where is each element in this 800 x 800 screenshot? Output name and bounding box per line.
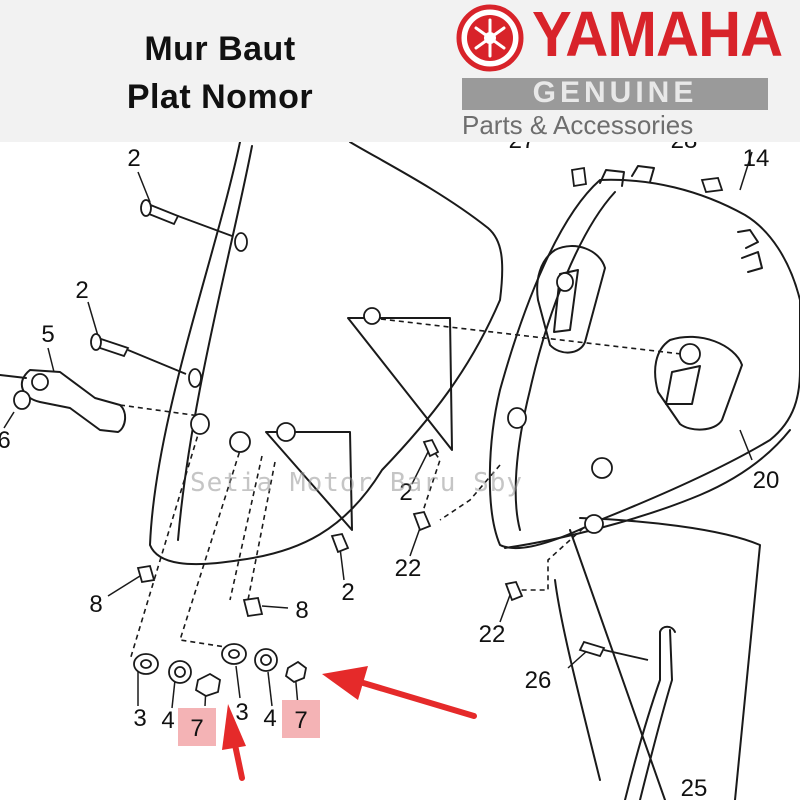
title-line-1: Mur Baut bbox=[144, 30, 296, 68]
windscreen-outline bbox=[149, 142, 504, 566]
grommet-screen-4 bbox=[363, 307, 381, 325]
callout-2-mid: 2 bbox=[75, 277, 88, 304]
cowl-lower-edge bbox=[504, 429, 791, 549]
clip-screw-4 bbox=[330, 532, 350, 554]
side-panel-outline bbox=[579, 517, 761, 800]
red-arrow-right bbox=[322, 666, 477, 719]
callout-25: 25 bbox=[681, 775, 708, 800]
header-banner bbox=[0, 0, 800, 142]
reference-triangle-2 bbox=[265, 431, 353, 531]
cowl-inner-line bbox=[514, 191, 616, 531]
parts-diagram: 27 28 14 2 2 5 6 20 2 22 2 8 8 22 26 3 4… bbox=[0, 142, 800, 800]
title-line-2: Plat Nomor bbox=[126, 78, 314, 116]
callout-2-top: 2 bbox=[127, 145, 140, 172]
genuine-banner bbox=[462, 78, 768, 110]
nut-7-left bbox=[194, 672, 221, 697]
red-arrow-up bbox=[222, 704, 246, 781]
nut-7-right bbox=[284, 660, 307, 684]
clip-screw-2 bbox=[412, 510, 432, 532]
callout-27: 27 bbox=[509, 142, 536, 154]
grommet-screen-1 bbox=[190, 413, 210, 435]
windscreen-inner-line bbox=[177, 145, 253, 541]
reference-triangle-1 bbox=[347, 317, 453, 451]
callout-8-left: 8 bbox=[89, 591, 102, 618]
parts-accessories-label: Parts & Accessories bbox=[462, 110, 694, 140]
callout-28: 28 bbox=[671, 142, 698, 154]
brand-wordmark: YAMAHA bbox=[532, 0, 783, 70]
highlight-part-7-left bbox=[178, 708, 216, 746]
grommet-screen-3 bbox=[276, 422, 296, 442]
callout-7-left: 7 bbox=[190, 715, 203, 742]
genuine-label: GENUINE bbox=[532, 76, 698, 109]
callout-26: 26 bbox=[525, 667, 552, 694]
callout-8-right: 8 bbox=[295, 597, 308, 624]
nut-8-right bbox=[242, 596, 264, 618]
screw-upper bbox=[140, 199, 248, 252]
screw-26 bbox=[578, 640, 606, 658]
clip-screw-3 bbox=[504, 580, 524, 602]
screw-middle bbox=[90, 333, 202, 388]
callout-22-lower: 22 bbox=[479, 621, 506, 648]
nut-8-left bbox=[136, 564, 156, 584]
callout-14: 14 bbox=[743, 145, 770, 172]
callout-5: 5 bbox=[41, 321, 54, 348]
callout-3-left: 3 bbox=[133, 705, 146, 732]
callout-6: 6 bbox=[0, 427, 11, 454]
cowl-bracket-lower bbox=[654, 335, 743, 431]
callout-2-right: 2 bbox=[399, 479, 412, 506]
stay-rail bbox=[639, 629, 673, 800]
yamaha-tuning-fork-logo bbox=[456, 4, 524, 72]
highlight-part-7-right bbox=[282, 700, 320, 738]
callout-4-right: 4 bbox=[263, 705, 276, 732]
watermark-text: Setia Motor Baru Sby bbox=[190, 468, 524, 498]
grommet-screen-2 bbox=[229, 431, 251, 453]
callout-3-right: 3 bbox=[235, 699, 248, 726]
callout-7-right: 7 bbox=[294, 707, 307, 734]
callout-20: 20 bbox=[753, 467, 780, 494]
callout-22-upper: 22 bbox=[395, 555, 422, 582]
front-cowl-outline bbox=[488, 178, 800, 550]
cowl-bracket-upper bbox=[536, 245, 606, 354]
clip-screw-1 bbox=[422, 438, 440, 458]
bracket-arm bbox=[20, 369, 126, 433]
callout-2-lower: 2 bbox=[341, 579, 354, 606]
callout-4-left: 4 bbox=[161, 707, 174, 734]
grommet-bracket bbox=[31, 373, 49, 391]
